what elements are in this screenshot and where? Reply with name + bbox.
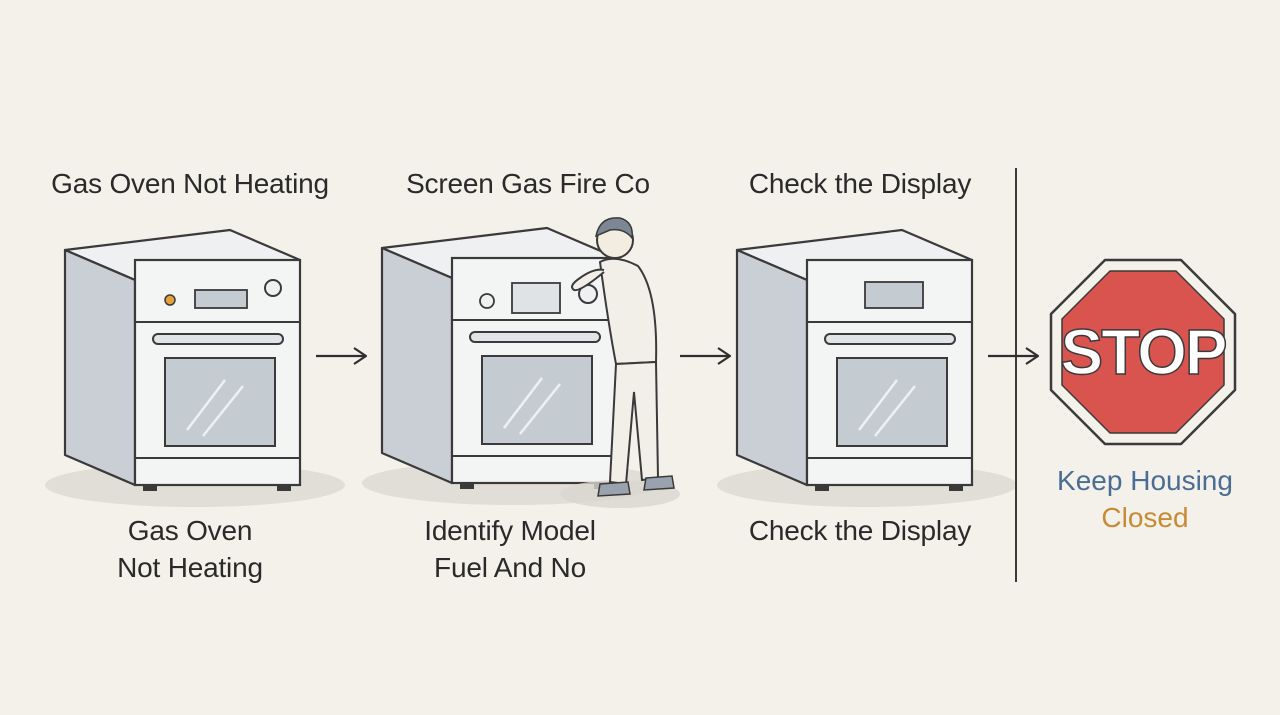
arrow-right-icon <box>678 346 732 366</box>
stop-sign-icon: STOP <box>1049 258 1237 446</box>
stop-caption-line1: Keep Housing <box>1057 465 1233 496</box>
step-2-bottom-line1: Identify Model <box>424 515 596 546</box>
oven-icon <box>360 226 664 507</box>
step-1-bottom-line1: Gas Oven <box>127 515 253 546</box>
step-2-top-label: Screen Gas Fire Co <box>406 168 650 199</box>
arrow-right-icon <box>986 346 1040 366</box>
step-1-top-label: Gas Oven Not Heating <box>51 168 329 199</box>
arrow-right-icon <box>314 346 368 366</box>
oven-icon <box>715 228 1019 509</box>
stop-sign-text: STOP <box>1060 316 1225 388</box>
step-3-top-label: Check the Display <box>748 168 972 199</box>
step-3-bottom-line1: Check the Display <box>748 515 972 546</box>
step-2-bottom-line2: Fuel And No <box>434 552 586 583</box>
person-icon <box>560 217 680 508</box>
step-1-bottom-label: Gas Oven Not Heating <box>40 512 340 586</box>
step-1-bottom-line2: Not Heating <box>117 552 263 583</box>
step-3-bottom-label: Check the Display <box>710 512 1010 549</box>
stop-caption-line2: Closed <box>1101 502 1189 533</box>
step-2-bottom-label: Identify Model Fuel And No <box>360 512 660 586</box>
oven-icon <box>43 228 347 509</box>
